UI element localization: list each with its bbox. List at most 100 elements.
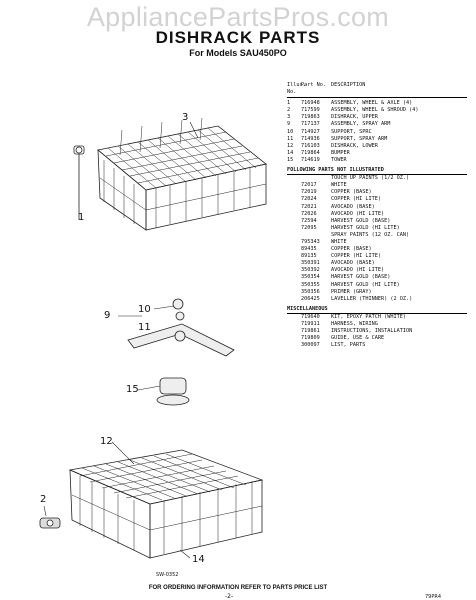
- list-item: 719861 INSTRUCTIONS, INSTALLATION: [287, 328, 467, 335]
- part-number: 350356: [301, 288, 320, 295]
- part-description: LAVELLER (THINNER) (2 OZ.): [331, 295, 413, 302]
- list-item: 350392 AVOCADO (HI LITE): [287, 267, 467, 274]
- parts-rows: 1 716948 ASSEMBLY, WHEEL & AXLE (4) 2 71759…: [287, 100, 467, 164]
- part-description: HARVEST GOLD (BASE): [331, 274, 391, 281]
- part-number: 719809: [301, 335, 320, 342]
- part-row: 10 714927 SUPPORT, SPRC: [287, 129, 467, 136]
- part-number: [301, 232, 331, 239]
- part-number: 350354: [301, 274, 320, 281]
- part-no: 2: [287, 107, 291, 114]
- part-description: KIT, EPOXY PATCH (WHITE): [331, 313, 406, 320]
- part-number: 719911: [301, 321, 320, 327]
- part-description: WHITE: [331, 238, 347, 245]
- part-no: 15: [287, 156, 294, 163]
- part-description: AVOCADO (BASE): [331, 203, 375, 210]
- callout-3: 3: [182, 112, 188, 123]
- part-number: 719864: [301, 149, 320, 156]
- spray-arm-icon: [127, 298, 235, 357]
- part-number: 714936: [301, 135, 320, 142]
- callout-14: 14: [192, 554, 205, 565]
- part-number: 716948: [301, 100, 320, 107]
- part-number: 72594: [301, 217, 317, 224]
- callout-11: 11: [138, 322, 151, 333]
- part-description: COPPER (HI LITE): [331, 196, 381, 203]
- part-no: 10: [287, 128, 294, 135]
- callout-10: 10: [138, 304, 151, 315]
- wheel-shroud-icon: [39, 517, 61, 529]
- part-description: SPRAY PAINTS (12 OZ. CAN): [331, 231, 410, 238]
- part-description: HARNESS, WIRING: [331, 321, 378, 327]
- part-no: 1: [287, 100, 291, 107]
- part-description: GUIDE, USE & CARE: [331, 335, 385, 342]
- list-item: 719809 GUIDE, USE & CARE: [287, 335, 467, 342]
- part-number: 717599: [301, 107, 320, 114]
- part-number: 89135: [301, 253, 317, 260]
- part-no: 9: [287, 121, 291, 128]
- part-number: 714927: [301, 128, 320, 135]
- list-item: 719911 HARNESS, WIRING: [287, 321, 467, 328]
- list-item: TOUCH UP PAINTS (1/2 OZ.): [287, 175, 467, 182]
- part-description: ASSEMBLY, WHEEL & AXLE (4): [331, 100, 413, 107]
- part-number: 89435: [301, 246, 317, 253]
- callout-1: 1: [78, 212, 84, 223]
- page-subtitle: For Models SAU450PO: [189, 48, 287, 58]
- figure-code: SW-0352: [156, 572, 178, 578]
- part-no: 12: [287, 142, 294, 149]
- not-illustrated-heading: FOLLOWING PARTS NOT ILLUSTRATED: [287, 167, 467, 176]
- part-number: 72019: [301, 189, 317, 196]
- part-description: PRIMER (GRAY): [331, 288, 372, 295]
- part-number: 350392: [301, 267, 320, 274]
- part-number: 719640: [301, 313, 320, 320]
- part-description: INSTRUCTIONS, INSTALLATION: [331, 328, 413, 335]
- page-title: DISHRACK PARTS: [155, 28, 321, 47]
- tower-icon: [156, 377, 190, 406]
- part-number: 300097: [301, 342, 320, 349]
- misc-rows: 719640 KIT, EPOXY PATCH (WHITE) 719911 HAR…: [287, 314, 467, 349]
- part-number: 72095: [301, 224, 317, 231]
- part-no: 3: [287, 114, 291, 121]
- part-description: AVOCADO (HI LITE): [331, 267, 385, 274]
- upper-dishrack: [97, 117, 267, 231]
- lower-dishrack: [68, 449, 264, 559]
- part-description: LIST, PARTS: [331, 342, 366, 349]
- part-number: 206425: [301, 295, 320, 302]
- part-description: TOWER: [331, 156, 347, 163]
- list-item: SPRAY PAINTS (12 OZ. CAN): [287, 232, 467, 239]
- col-description: DESCRIPTION: [331, 82, 366, 88]
- list-item: 350354 HARVEST GOLD (BASE): [287, 274, 467, 281]
- callout-2: 2: [40, 494, 46, 505]
- page-number: -2-: [225, 593, 234, 600]
- col-illus: Illus. No.: [287, 82, 306, 96]
- part-description: HARVEST GOLD (HI LITE): [331, 281, 400, 288]
- ordering-note: FOR ORDERING INFORMATION REFER TO PARTS …: [148, 585, 328, 591]
- part-description: AVOCADO (HI LITE): [331, 210, 385, 217]
- part-row: 1 716948 ASSEMBLY, WHEEL & AXLE (4): [287, 100, 467, 107]
- callout-9: 9: [104, 310, 110, 321]
- part-description: TOUCH UP PAINTS (1/2 OZ.): [331, 175, 410, 182]
- callout-15: 15: [126, 384, 139, 395]
- part-description: SUPPORT, SPRC: [331, 128, 372, 135]
- part-no: 14: [287, 149, 294, 156]
- part-number: 719861: [301, 328, 320, 335]
- part-description: DISHRACK, LOWER: [331, 142, 378, 149]
- part-description: SUPPORT, SPRAY ARM: [331, 135, 388, 142]
- document-code: 79PR4: [425, 594, 442, 600]
- dishrack-diagram: 3 1 10 9 11 15 12 2 14 SW-0352: [39, 112, 267, 578]
